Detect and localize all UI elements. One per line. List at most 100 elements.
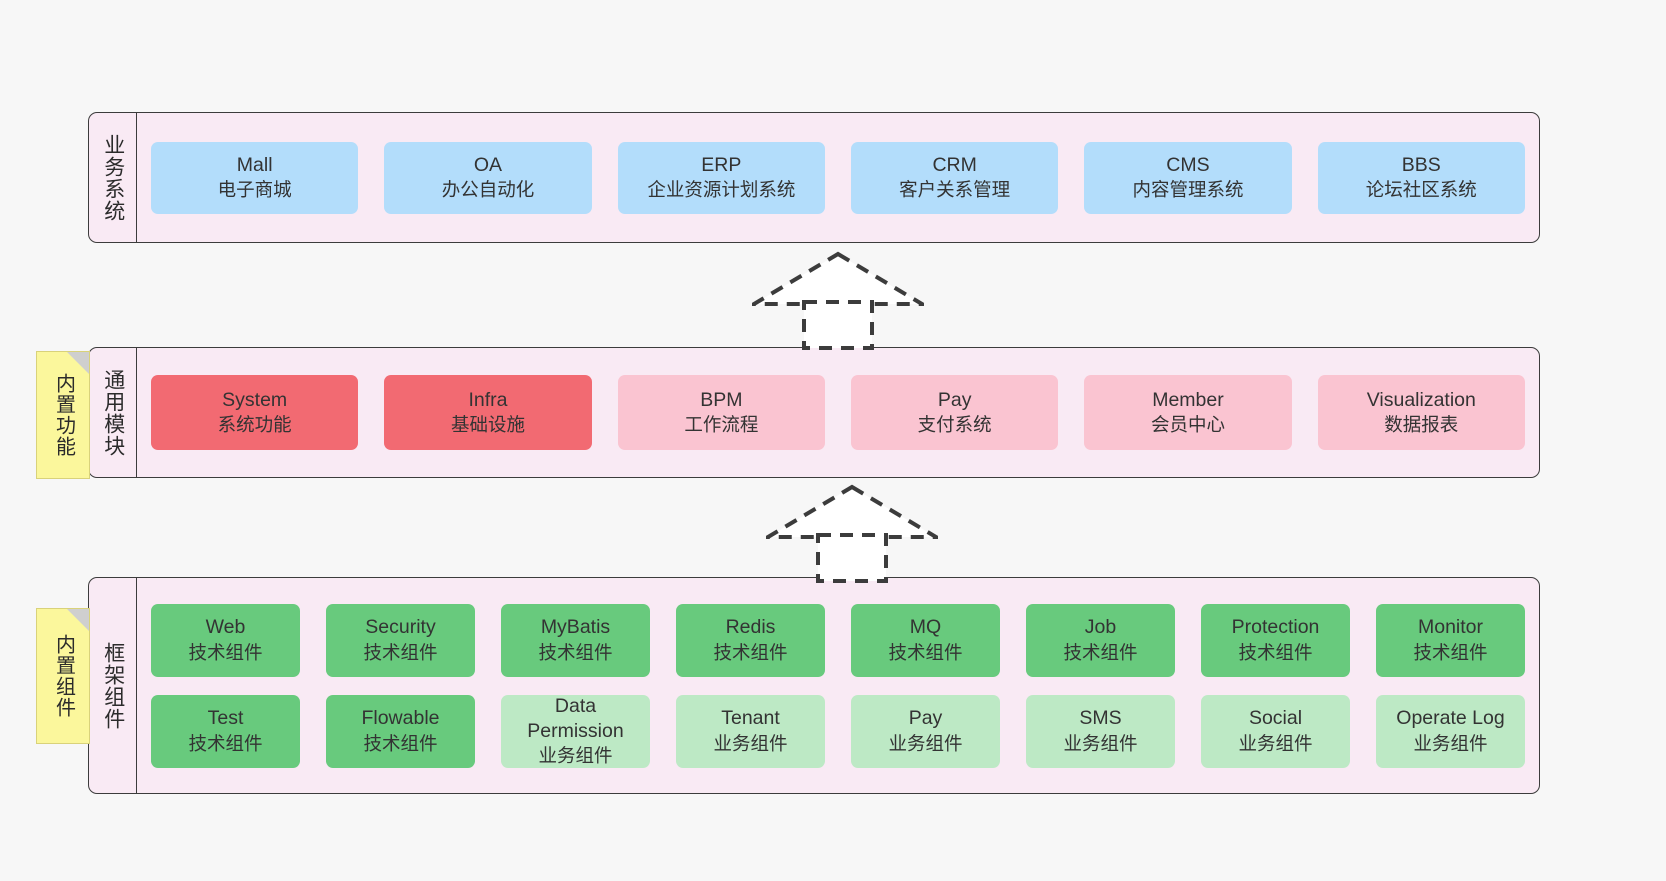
sticky-note-builtin-features: 内置功能 <box>36 351 90 479</box>
node-title: ERP <box>701 153 742 176</box>
layer-title-framework-components: 框架组件 <box>89 578 137 793</box>
node-subtitle: 办公自动化 <box>441 179 535 201</box>
node-mybatis[interactable]: MyBatis 技术组件 <box>501 603 650 677</box>
node-title: Data Permission <box>527 694 624 742</box>
node-title: Job <box>1084 616 1117 639</box>
sticky-fold-corner-icon <box>67 609 89 631</box>
node-mall[interactable]: Mall 电子商城 <box>151 141 359 214</box>
arrow-stem <box>802 300 874 350</box>
node-member[interactable]: Member 会员中心 <box>1084 375 1292 450</box>
node-subtitle: 技术组件 <box>538 641 613 663</box>
node-row: Test 技术组件 Flowable 技术组件 Data Permission … <box>151 694 1525 768</box>
node-web[interactable]: Web 技术组件 <box>151 603 300 677</box>
node-title: Web <box>205 616 246 639</box>
node-bpm[interactable]: BPM 工作流程 <box>617 375 825 450</box>
layer-framework-components: 框架组件 Web 技术组件 Security 技术组件 MyBatis 技术组件… <box>88 577 1540 794</box>
node-title: Monitor <box>1417 616 1484 639</box>
node-flowable[interactable]: Flowable 技术组件 <box>326 694 475 768</box>
node-subtitle: 业务组件 <box>713 732 788 754</box>
node-oa[interactable]: OA 办公自动化 <box>384 141 592 214</box>
node-title: Redis <box>725 616 776 639</box>
node-subtitle: 技术组件 <box>1238 641 1313 663</box>
node-subtitle: 客户关系管理 <box>899 179 1011 201</box>
arrow-build <box>752 251 924 350</box>
node-title: Pay <box>908 707 943 730</box>
node-subtitle: 电子商城 <box>217 179 292 201</box>
layer-body-framework-components: Web 技术组件 Security 技术组件 MyBatis 技术组件 Redi… <box>137 578 1539 793</box>
arrowhead-triangle-icon <box>752 251 924 306</box>
node-subtitle: 技术组件 <box>888 641 963 663</box>
node-redis[interactable]: Redis 技术组件 <box>676 603 825 677</box>
node-subtitle: 企业资源计划系统 <box>647 179 796 201</box>
node-subtitle: 技术组件 <box>713 641 788 663</box>
node-mq[interactable]: MQ 技术组件 <box>851 603 1000 677</box>
node-title: Visualization <box>1366 388 1476 411</box>
node-title: Member <box>1152 388 1224 411</box>
node-sms[interactable]: SMS 业务组件 <box>1026 694 1175 768</box>
node-bbs[interactable]: BBS 论坛社区系统 <box>1317 141 1525 214</box>
node-title: OA <box>473 153 503 176</box>
node-visualization[interactable]: Visualization 数据报表 <box>1317 375 1525 450</box>
node-subtitle: 会员中心 <box>1150 414 1225 436</box>
layer-body-common-modules: System 系统功能 Infra 基础设施 BPM 工作流程 Pay 支付系统… <box>137 348 1539 477</box>
node-security[interactable]: Security 技术组件 <box>326 603 475 677</box>
node-subtitle: 论坛社区系统 <box>1365 179 1477 201</box>
node-subtitle: 技术组件 <box>188 732 263 754</box>
node-operate-log[interactable]: Operate Log 业务组件 <box>1376 694 1525 768</box>
node-crm[interactable]: CRM 客户关系管理 <box>850 141 1059 214</box>
node-title: Mall <box>236 153 273 176</box>
arrow-stem <box>816 533 888 583</box>
layer-business-systems: 业务系统 Mall 电子商城 OA 办公自动化 ERP 企业资源计划系统 CRM… <box>88 112 1540 243</box>
layer-body-business-systems: Mall 电子商城 OA 办公自动化 ERP 企业资源计划系统 CRM 客户关系… <box>137 113 1539 242</box>
node-title: MyBatis <box>540 616 611 639</box>
node-title: SMS <box>1079 707 1122 730</box>
sticky-note-builtin-components: 内置组件 <box>36 608 90 744</box>
node-title: Social <box>1248 707 1303 730</box>
arrow-implement <box>766 484 938 583</box>
node-row: Web 技术组件 Security 技术组件 MyBatis 技术组件 Redi… <box>151 603 1525 677</box>
node-subtitle: 业务组件 <box>888 732 963 754</box>
node-subtitle: 数据报表 <box>1384 414 1459 436</box>
node-subtitle: 内容管理系统 <box>1132 179 1244 201</box>
node-tenant[interactable]: Tenant 业务组件 <box>676 694 825 768</box>
layer-title-common-modules: 通用模块 <box>89 348 137 477</box>
sticky-note-label: 内置功能 <box>52 373 75 457</box>
node-subtitle: 基础设施 <box>450 414 525 436</box>
node-cms[interactable]: CMS 内容管理系统 <box>1084 141 1292 214</box>
node-title: Pay <box>937 388 972 411</box>
node-subtitle: 业务组件 <box>1413 732 1488 754</box>
node-subtitle: 业务组件 <box>538 745 613 767</box>
node-pay-module[interactable]: Pay 支付系统 <box>850 375 1059 450</box>
node-title: Infra <box>468 388 508 411</box>
node-erp[interactable]: ERP 企业资源计划系统 <box>617 141 825 214</box>
node-subtitle: 支付系统 <box>917 414 992 436</box>
node-subtitle: 技术组件 <box>188 641 263 663</box>
node-title: CMS <box>1166 153 1210 176</box>
node-test[interactable]: Test 技术组件 <box>151 694 300 768</box>
node-subtitle: 技术组件 <box>1063 641 1138 663</box>
node-row: Mall 电子商城 OA 办公自动化 ERP 企业资源计划系统 CRM 客户关系… <box>151 141 1525 214</box>
node-infra[interactable]: Infra 基础设施 <box>384 375 592 450</box>
node-title: Security <box>365 616 436 639</box>
node-title: Test <box>207 707 244 730</box>
node-system[interactable]: System 系统功能 <box>151 375 359 450</box>
node-subtitle: 系统功能 <box>217 414 292 436</box>
node-job[interactable]: Job 技术组件 <box>1026 603 1175 677</box>
sticky-fold-corner-icon <box>67 352 89 374</box>
node-title: Flowable <box>361 707 440 730</box>
node-pay-component[interactable]: Pay 业务组件 <box>851 694 1000 768</box>
node-title: Protection <box>1231 616 1320 639</box>
node-title: BBS <box>1401 153 1441 176</box>
node-data-permission[interactable]: Data Permission 业务组件 <box>501 694 650 768</box>
arrowhead-triangle-icon <box>766 484 938 539</box>
node-subtitle: 业务组件 <box>1238 732 1313 754</box>
node-subtitle: 技术组件 <box>1413 641 1488 663</box>
node-title: Operate Log <box>1396 707 1505 730</box>
node-title: MQ <box>909 616 942 639</box>
layer-title-business-systems: 业务系统 <box>89 113 137 242</box>
sticky-note-label: 内置组件 <box>52 634 75 718</box>
node-title: BPM <box>700 388 743 411</box>
node-social[interactable]: Social 业务组件 <box>1201 694 1350 768</box>
node-protection[interactable]: Protection 技术组件 <box>1201 603 1350 677</box>
node-monitor[interactable]: Monitor 技术组件 <box>1376 603 1525 677</box>
